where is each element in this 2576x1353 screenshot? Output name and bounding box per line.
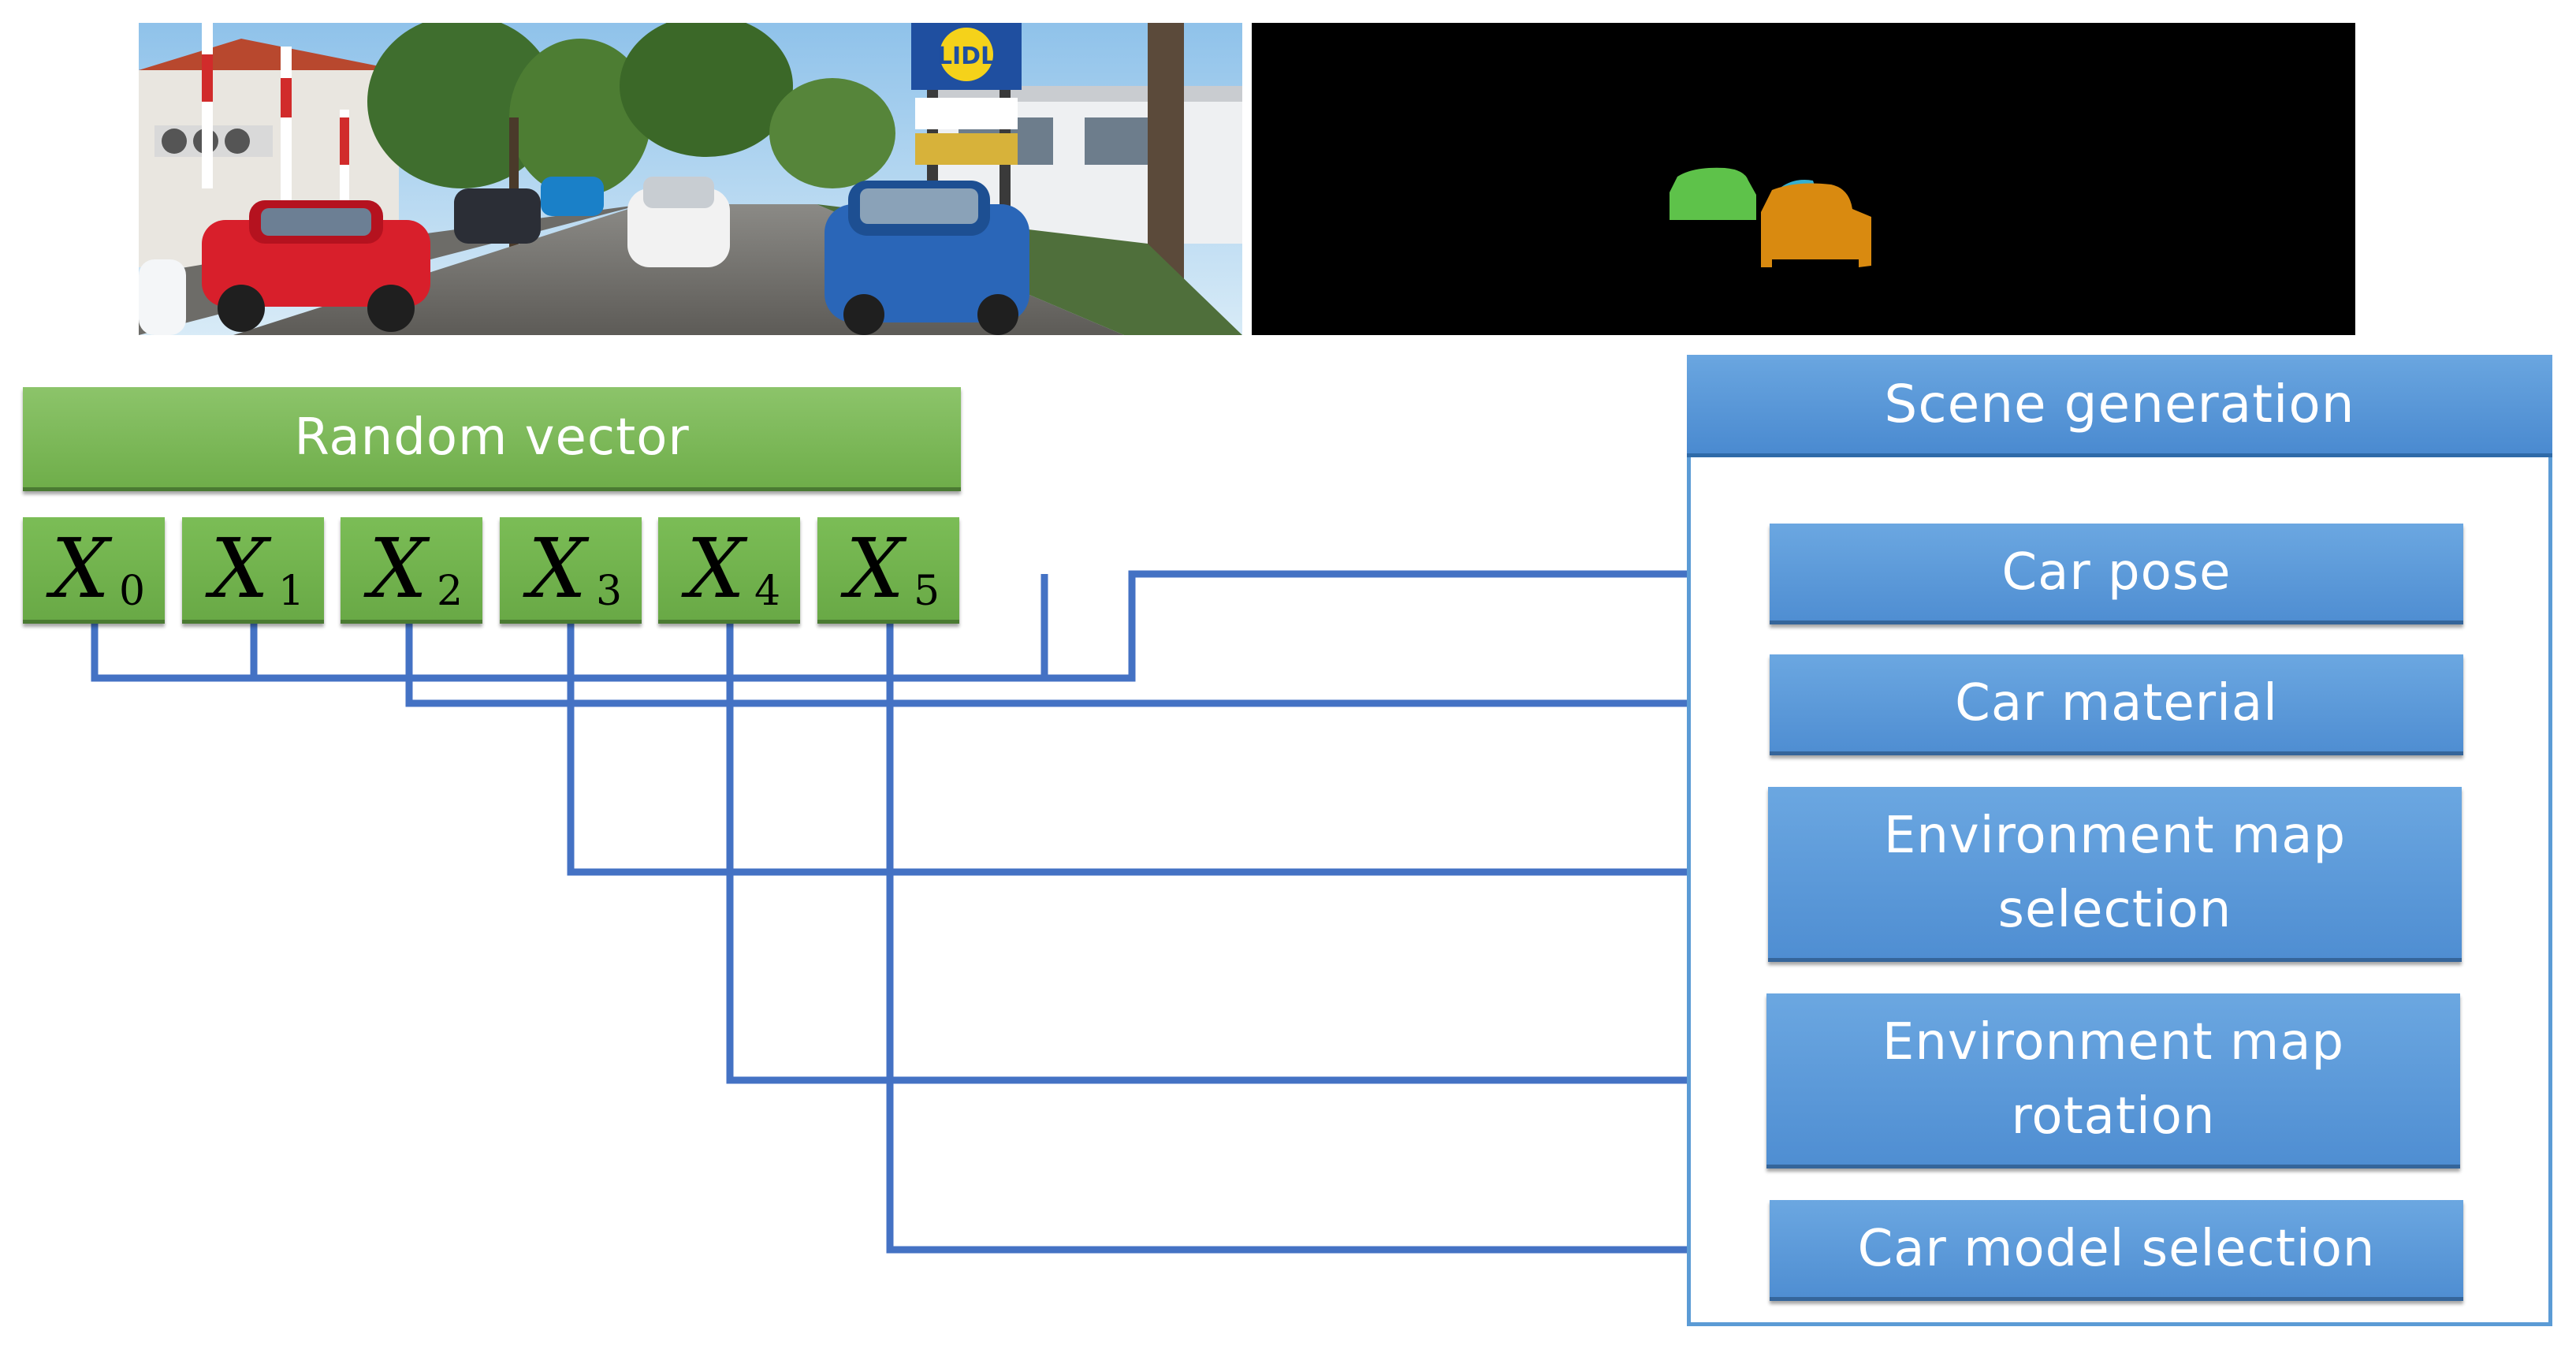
variable-x4: X 4	[658, 517, 800, 624]
green-car-mask	[1670, 167, 1756, 220]
variable-subscript: 3	[596, 568, 623, 615]
car-material-box: Car material	[1770, 654, 2463, 755]
variable-subscript: 5	[914, 568, 940, 615]
environment-map-rotation-label: Environment map rotation	[1882, 1012, 2345, 1146]
random-vector-title: Random vector	[294, 408, 690, 467]
variable-x3: X 3	[500, 517, 642, 624]
car-pose-box: Car pose	[1770, 524, 2463, 624]
variable-symbol: X	[369, 520, 428, 617]
connector-x2-to-car-material	[405, 618, 1773, 739]
variable-symbol: X	[210, 520, 270, 617]
scene-generation-header: Scene generation	[1687, 355, 2552, 457]
connector-x3-to-env-map-selection	[567, 618, 1773, 908]
variable-subscript: 1	[278, 568, 305, 615]
random-vector-header: Random vector	[23, 387, 961, 491]
car-model-selection-label: Car model selection	[1857, 1219, 2376, 1278]
street-photo: LIDL	[139, 23, 1242, 335]
car-pose-label: Car pose	[2001, 542, 2232, 602]
segmentation-mask-image	[1252, 23, 2355, 335]
variable-x1: X 1	[182, 517, 324, 624]
lidl-sign-text: LIDL	[937, 43, 996, 70]
connector-x0-x1-to-car-pose	[91, 539, 1773, 682]
environment-map-rotation-box: Environment map rotation	[1766, 993, 2460, 1168]
connector-x5-to-car-model-selection	[886, 618, 1773, 1285]
connector-x4-to-env-map-rotation	[726, 618, 1773, 1116]
variable-x0: X 0	[23, 517, 165, 624]
variable-symbol: X	[528, 520, 587, 617]
variable-x2: X 2	[341, 517, 482, 624]
variable-symbol: X	[51, 520, 110, 617]
variable-symbol: X	[846, 520, 905, 617]
variable-subscript: 2	[437, 568, 463, 615]
scene-generation-title: Scene generation	[1884, 374, 2355, 434]
variable-subscript: 4	[754, 568, 781, 615]
environment-map-selection-box: Environment map selection	[1768, 787, 2462, 962]
variable-subscript: 0	[119, 568, 146, 615]
variable-symbol: X	[687, 520, 746, 617]
car-material-label: Car material	[1955, 673, 2278, 732]
orange-car-mask	[1761, 183, 1871, 267]
environment-map-selection-label: Environment map selection	[1883, 806, 2347, 939]
variable-x5: X 5	[817, 517, 959, 624]
car-model-selection-box: Car model selection	[1770, 1200, 2463, 1301]
